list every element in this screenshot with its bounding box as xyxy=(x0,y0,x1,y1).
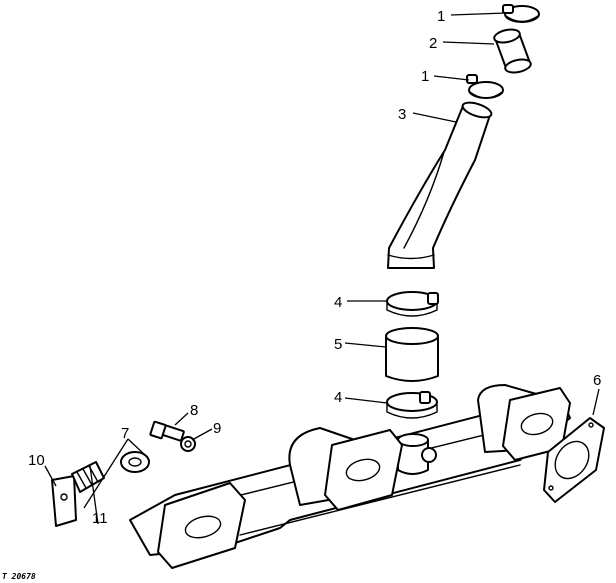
hose-clamp-middle xyxy=(466,74,504,99)
hose-sleeve xyxy=(385,327,439,382)
hose-clamp-lower xyxy=(386,391,438,419)
hose-clamp-top xyxy=(502,4,540,23)
hose-sleeve-top xyxy=(493,28,532,74)
callout-1: 1 xyxy=(421,68,429,85)
exhaust-manifold xyxy=(120,384,571,569)
bracket xyxy=(51,475,77,527)
cap-screw xyxy=(149,420,185,442)
callout-4: 4 xyxy=(334,389,342,406)
lock-washer xyxy=(180,436,196,452)
callout-10: 10 xyxy=(28,452,45,469)
manifold-gasket xyxy=(543,417,605,503)
callout-3: 3 xyxy=(398,106,406,123)
callout-1: 1 xyxy=(437,8,445,25)
figure-reference: T 20678 xyxy=(2,572,36,581)
callout-4: 4 xyxy=(334,294,342,311)
hose-clamp-upper xyxy=(386,291,439,317)
leader-lines xyxy=(44,12,600,525)
callout-9: 9 xyxy=(213,420,221,437)
callout-8: 8 xyxy=(190,402,198,419)
callout-7: 7 xyxy=(121,425,129,442)
callout-5: 5 xyxy=(334,336,342,353)
callout-labels: 1 2 1 3 4 5 4 6 8 9 7 10 11 xyxy=(28,8,601,527)
callout-11: 11 xyxy=(92,510,108,527)
pipe-plug xyxy=(71,461,105,493)
callout-6: 6 xyxy=(593,372,601,389)
outlet-pipe xyxy=(387,101,493,269)
callout-2: 2 xyxy=(429,35,437,52)
